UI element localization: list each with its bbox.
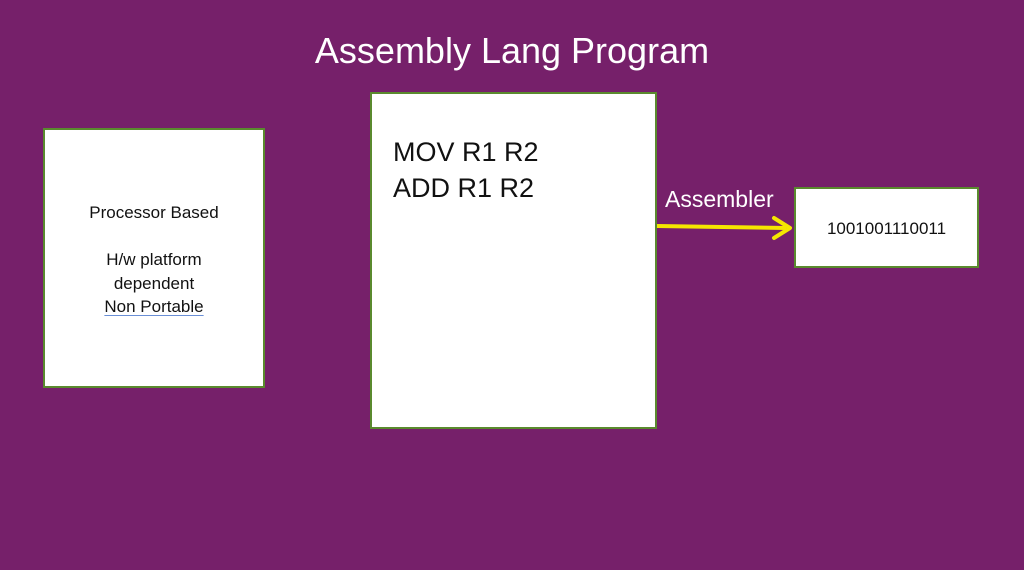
processor-based-text: Processor Based [89, 203, 219, 222]
non-portable-text: Non Portable [104, 297, 204, 316]
arrow-shaft [656, 224, 787, 230]
binary-output-text: 1001001110011 [826, 219, 947, 238]
dependent-text: dependent [113, 274, 195, 293]
non-portable-line: Non Portable [45, 297, 263, 317]
code-line-add: ADD R1 R2 [393, 173, 535, 203]
assembly-code-box: MOV R1 R2 ADD R1 R2 [370, 92, 657, 429]
assembler-label: Assembler [665, 186, 774, 212]
arrow-head [772, 216, 792, 240]
machine-code-box: 1001001110011 [794, 187, 979, 268]
hw-platform-text: H/w platform [106, 250, 202, 269]
processor-traits-box: Processor Based H/w platform dependent N… [43, 128, 265, 388]
slide-title: Assembly Lang Program [314, 30, 710, 71]
code-line-mov: MOV R1 R2 [393, 137, 539, 167]
